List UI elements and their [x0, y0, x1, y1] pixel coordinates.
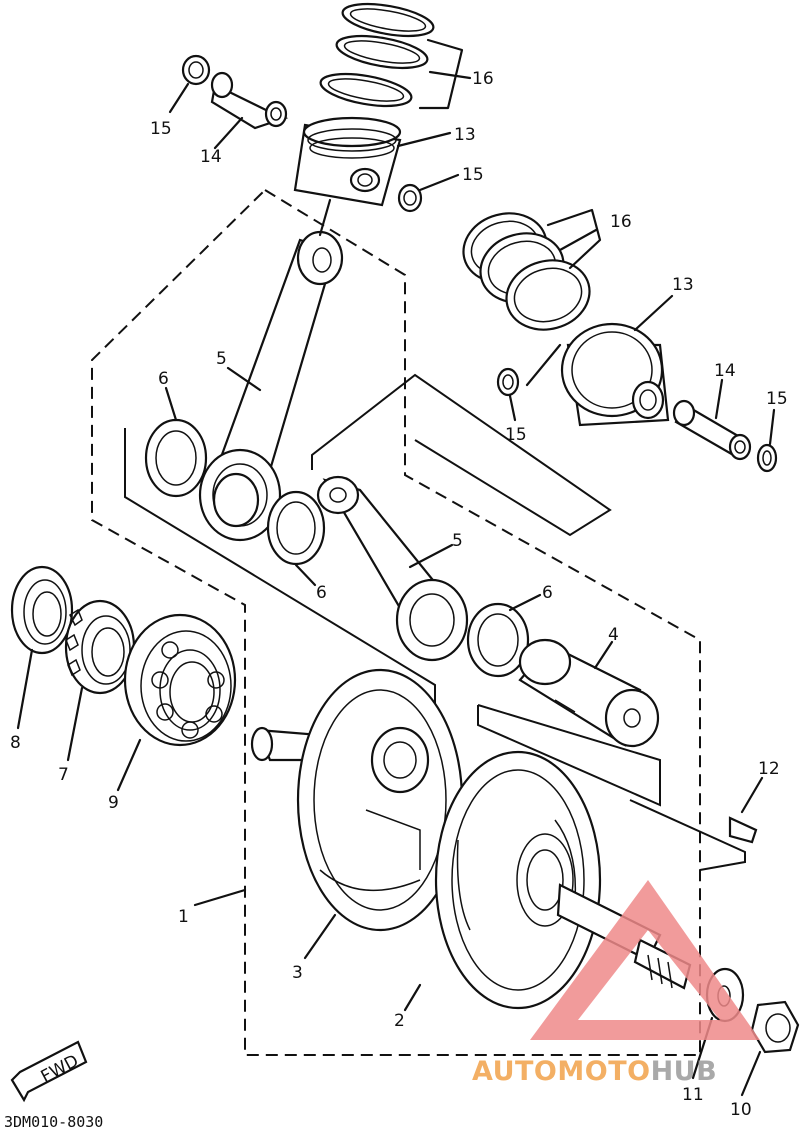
main-bearing	[123, 613, 237, 747]
nut	[750, 1000, 800, 1054]
callout-15b: 15	[462, 165, 484, 185]
piston-pin-lower	[672, 399, 752, 461]
piston-upper	[293, 116, 402, 207]
leader-16b	[546, 208, 602, 270]
crank-pin	[518, 638, 660, 748]
circlip-icon	[756, 443, 778, 473]
drive-gear	[64, 599, 136, 695]
callout-4: 4	[608, 625, 619, 645]
connecting-rod-lower	[316, 475, 469, 662]
callout-5b: 5	[452, 531, 463, 551]
callout-6b: 6	[316, 583, 327, 603]
conrod-bearing-middle	[266, 490, 326, 566]
woodruff-key-frame	[629, 799, 746, 871]
fwd-arrow-icon: FWD	[10, 1040, 88, 1103]
callout-16a: 16	[472, 69, 494, 89]
callout-10: 10	[730, 1100, 752, 1120]
callout-5a: 5	[216, 349, 227, 369]
callout-15c: 15	[766, 389, 788, 409]
leader-16a-2	[428, 70, 472, 80]
callout-3: 3	[292, 963, 303, 983]
callout-1: 1	[178, 907, 189, 927]
oil-seal	[10, 565, 74, 655]
piston-pin-upper	[210, 71, 289, 130]
callout-13b: 13	[672, 275, 694, 295]
piston-frame	[311, 373, 612, 537]
callout-11: 11	[682, 1085, 704, 1105]
callout-14a: 14	[200, 147, 222, 167]
crankpin-frame	[477, 704, 661, 807]
crank-wheel-right	[434, 750, 692, 1010]
callout-13a: 13	[454, 125, 476, 145]
circlip-icon	[181, 54, 211, 86]
callout-14b: 14	[714, 361, 736, 381]
callout-15a: 15	[150, 119, 172, 139]
crank-wheel-left	[250, 668, 464, 932]
callout-12: 12	[758, 759, 780, 779]
callout-2: 2	[394, 1011, 405, 1031]
circlip-icon	[397, 183, 423, 213]
piston-lower	[560, 322, 670, 427]
callout-7: 7	[58, 765, 69, 785]
callout-labels: 16 15 14 13 15 16 13 14 15 15 5 6 6 5 6 …	[10, 69, 788, 1120]
callout-6a: 6	[158, 369, 169, 389]
leader-16a	[418, 38, 464, 110]
conrod-bearing-lower	[466, 602, 530, 678]
piston-rings-lower	[462, 212, 591, 331]
watermark-triangle-icon	[530, 880, 760, 1040]
watermark: AUTOMOTOHUB	[472, 880, 760, 1087]
callout-6c: 6	[542, 583, 553, 603]
piston-rings-upper	[319, 2, 435, 108]
circlip-icon	[496, 367, 520, 397]
callout-9: 9	[108, 793, 119, 813]
callout-15d: 15	[505, 425, 527, 445]
watermark-text: AUTOMOTOHUB	[472, 1056, 717, 1087]
connecting-rod-upper	[198, 230, 344, 542]
diagram-code: 3DM010-8030	[4, 1113, 103, 1131]
woodruff-key	[728, 816, 758, 844]
callout-8: 8	[10, 733, 21, 753]
callout-16b: 16	[610, 212, 632, 232]
conrod-bearing-upper	[144, 418, 208, 498]
